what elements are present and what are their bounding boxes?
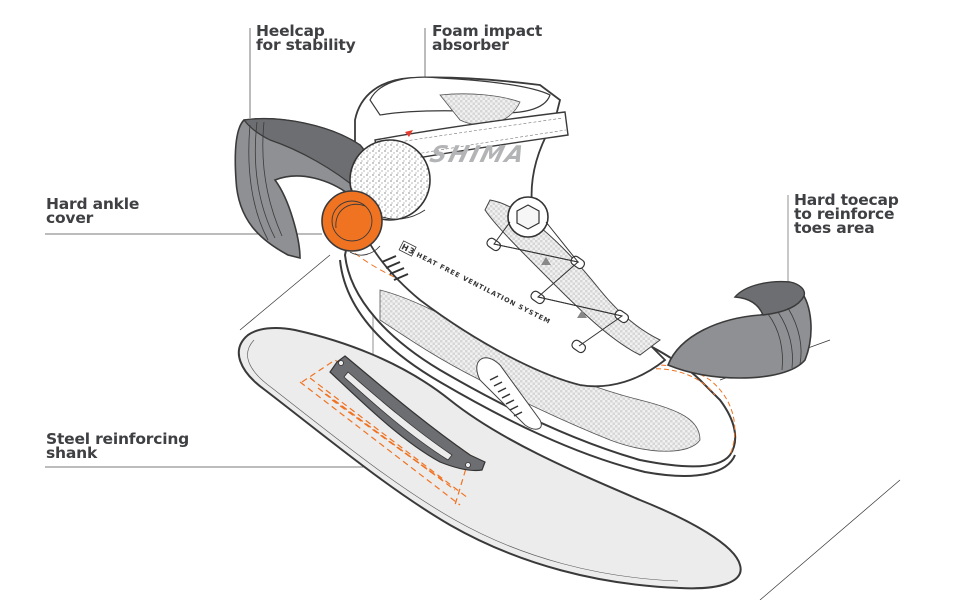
ankle-cover-part [321,190,383,256]
guide-line-bottom [759,479,901,601]
heelcap-part [234,117,369,260]
brand-logo: SHIMA [427,140,529,168]
lace-crossing-icon [541,257,551,265]
label-hard-ankle-cover: Hard ankle cover [46,195,140,227]
label-foam-impact-absorber: Foam impact absorber [432,22,543,54]
label-heelcap: Heelcap for stability [256,22,356,54]
lace-crossing-icon [577,310,587,318]
guide-line-left [239,254,331,331]
lace-dial-icon [507,196,549,238]
steel-shank [329,355,486,472]
heel-stripes [381,255,409,281]
insole-stitch-pattern [299,359,471,506]
vent-stripes [489,375,523,417]
boot: SHIMA H3 HEAT FREE VENTILATION SYSTE [339,76,737,477]
label-hard-toecap: Hard toecap to reinforce toes area [794,191,899,237]
label-steel-shank: Steel reinforcing shank [46,430,190,462]
laces [493,221,624,347]
brand-mark-icon [405,130,413,137]
toecap-part [666,280,812,379]
side-vent [476,357,542,430]
